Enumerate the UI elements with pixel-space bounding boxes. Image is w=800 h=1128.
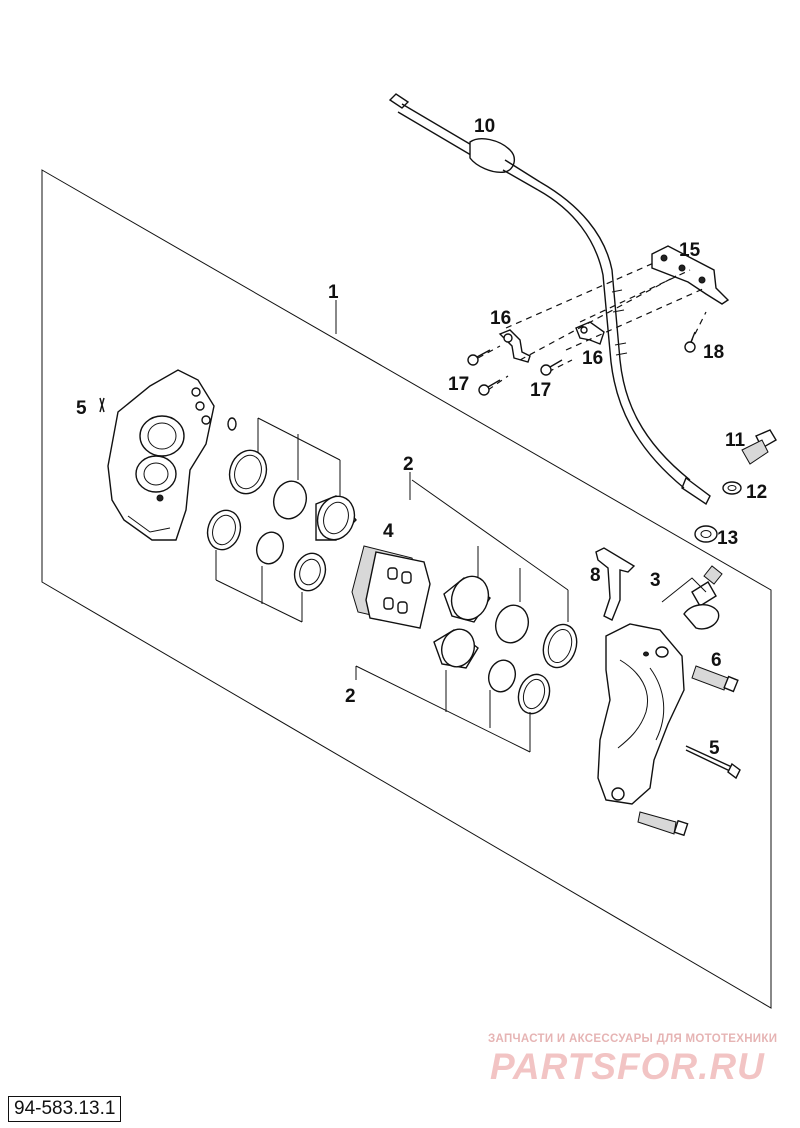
piston-right-bottom [433,628,479,669]
dust-seal-right-top [494,604,530,644]
piston-right-top [443,575,491,623]
seal-ring-right-top [542,623,578,669]
callout-17-left: 17 [448,374,469,395]
brake-hose [388,93,711,506]
dust-seal-left-top [272,480,308,520]
callout-18: 18 [703,342,724,363]
callout-17-right: 17 [530,380,551,401]
callout-2-lower: 2 [345,686,356,707]
retaining-pin-right [685,745,741,780]
caliper-half-inner [597,623,685,805]
callout-1: 1 [328,282,339,303]
screw-17-mid [540,359,563,376]
callout-16-right: 16 [582,348,603,369]
callout-10: 10 [474,116,495,137]
retaining-pin-left [99,397,105,413]
screw-17-right [478,379,501,396]
banjo-bolt [741,429,777,465]
callout-8: 8 [590,565,601,586]
callout-4: 4 [383,521,394,542]
caliper-screw [691,665,739,693]
callout-15: 15 [679,240,701,261]
hose-clamp-left [498,329,531,363]
callout-5-left: 5 [76,398,87,419]
callout-2-upper: 2 [403,454,414,475]
hose-clamp-right [575,321,605,345]
assembly-frame [41,169,772,1009]
seal-ring-left-bottom [206,509,242,551]
caliper-half-outer [107,369,215,541]
callout-6: 6 [711,650,722,671]
small-o-ring [227,417,237,431]
long-bolt [637,811,689,837]
diagram-reference-number: 94-583.13.1 [8,1096,122,1122]
callout-16-left: 16 [490,308,511,329]
pad-spring [595,547,636,621]
sealing-washer-12 [722,481,742,495]
seal-ring-right-bottom [517,673,551,715]
bleed-valve [661,565,723,630]
piston-left-bottom [293,552,327,592]
watermark-logo: PARTSFOR.RU [490,1046,765,1087]
callout-12: 12 [746,482,767,503]
callout-11: 11 [725,430,746,451]
dust-seal-right-bottom [487,659,517,693]
callout-3: 3 [650,570,661,591]
brake-pads [351,545,431,629]
callout-13: 13 [717,528,738,549]
screw-18 [684,331,696,353]
screw-17-left [467,349,491,366]
watermark-tagline: ЗАПЧАСТИ И АКСЕССУАРЫ ДЛЯ МОТОТЕХНИКИ [488,1033,778,1045]
callout-5-right: 5 [709,738,720,759]
hose-bracket [651,245,730,305]
seal-ring-left-top [228,449,268,495]
piston-left-top [315,495,357,541]
dust-seal-left-bottom [255,531,285,565]
sealing-washer-13 [694,525,718,543]
